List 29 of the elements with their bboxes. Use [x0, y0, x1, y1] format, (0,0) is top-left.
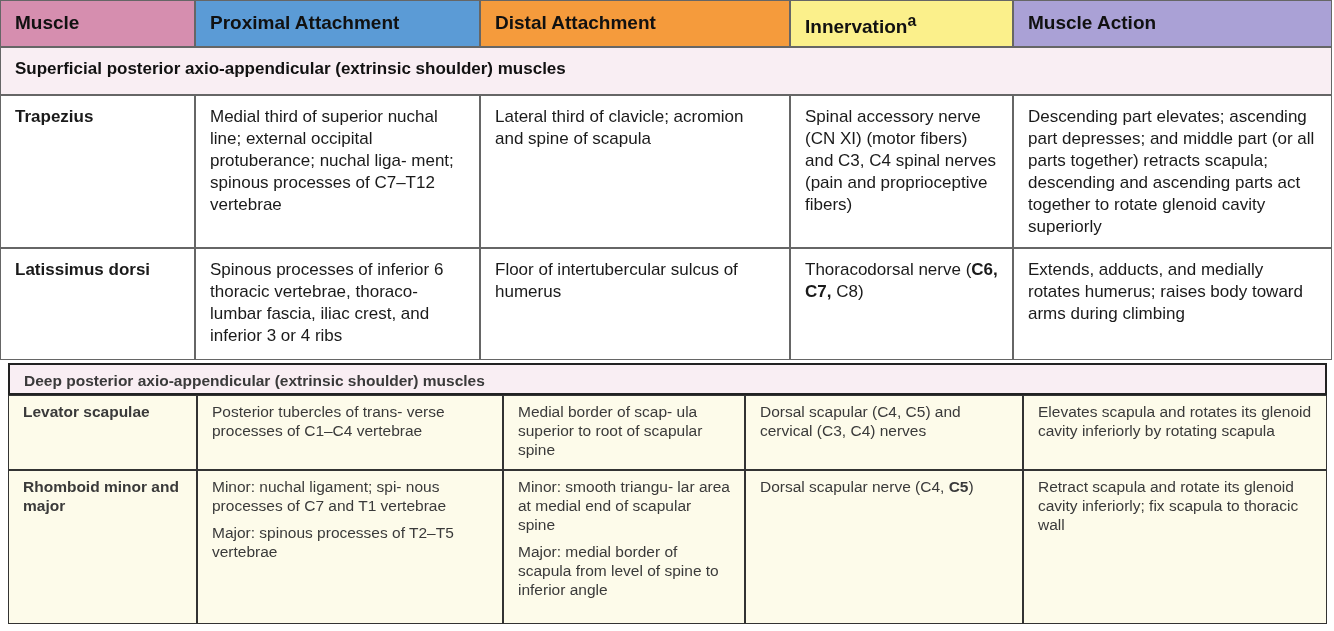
cell-text: Medial third of superior nuchal line; external occipital protuberance; nuchal liga- ment; spinous processes of C7–T12 vertebrae [210, 106, 455, 216]
column-header: Muscle [15, 12, 81, 34]
cell-text: Medial border of scap- ula superior to root of scapular spine [518, 402, 704, 459]
cell-text: Posterior tubercles of trans- verse processes of C1–C4 vertebrae [212, 402, 446, 440]
cell-text: Spinous processes of inferior 6 thoracic vertebrae, thoraco- lumbar fascia, iliac crest, and inferior 3 or 4 ribs [210, 259, 445, 347]
cell-text: Retract scapula and rotate its glenoid cavity inferiorly; fix scapula to thoracic wall [1038, 477, 1300, 534]
cell-text: Major: medial border of scapula from level of spine to inferior angle [518, 542, 720, 599]
cell-text: Dorsal scapular (C4, C5) and cervical (C3, C4) nerves [760, 402, 962, 440]
cell-text: Elevates scapula and rotates its glenoid cavity inferiorly by rotating scapula [1038, 402, 1312, 440]
cell-text: Floor of intertubercular sulcus of humerus [495, 259, 739, 303]
muscle-name: Latissimus dorsi [15, 259, 152, 281]
column-header: Innervation$^{a}$ [805, 12, 918, 39]
cell-text: Dorsal scapular nerve (C4, C5) [760, 477, 975, 496]
muscle-name: Levator scapulae [23, 402, 151, 421]
column-header: Distal Attachment [495, 12, 657, 34]
column-header: Proximal Attachment [210, 12, 401, 34]
section-heading: Deep posterior axio-appendicular (extrinsic shoulder) muscles [24, 371, 486, 390]
cell-text: Major: spinous processes of T2–T5 vertebrae [212, 523, 455, 561]
cell-text: Extends, adducts, and medially rotates humerus; raises body toward arms during climbing [1028, 259, 1304, 325]
cell-text: Spinal accessory nerve (CN XI) (motor fibers) and C3, C4 spinal nerves (pain and proprioceptive fibers) [805, 106, 997, 216]
cell-text: Descending part elevates; ascending part depresses; and middle part (or all parts together) retracts scapula; descending and ascending parts act together to rotate glenoid cavity superiorly [1028, 106, 1316, 238]
cell-text: Minor: nuchal ligament; spi- nous processes of C7 and T1 vertebrae [212, 477, 448, 515]
muscle-name: Trapezius [15, 106, 95, 128]
cell-text: Lateral third of clavicle; acromion and spine of scapula [495, 106, 745, 150]
section-heading: Superficial posterior axio-appendicular (extrinsic shoulder) muscles [15, 59, 567, 79]
column-header: Muscle Action [1028, 12, 1158, 34]
cell-text: Thoracodorsal nerve (C6, C7, C8) [805, 259, 998, 303]
cell-text: Minor: smooth triangu- lar area at medial end of scapular spine [518, 477, 730, 534]
muscle-name: Rhomboid minor and major [23, 477, 180, 515]
